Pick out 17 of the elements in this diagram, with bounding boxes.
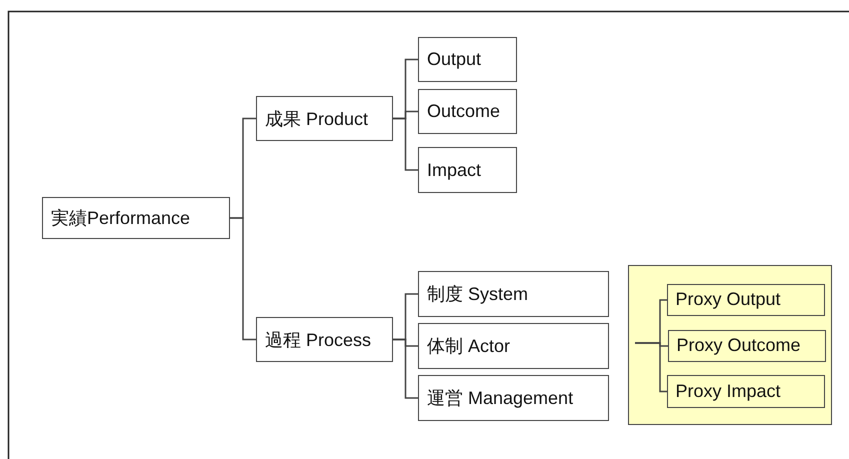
connector-line: [393, 118, 418, 171]
label-box: 過程 Process: [256, 317, 393, 362]
label-box: 実績Performance: [42, 197, 230, 239]
connector-line: [635, 342, 667, 392]
label-box: 運営 Management: [418, 375, 609, 421]
highlight-panel: [628, 265, 832, 425]
connector-line: [393, 338, 418, 399]
label-box: Proxy Output: [666, 284, 824, 316]
label-box: Outcome: [418, 89, 517, 134]
label-box: 成果 Product: [256, 96, 393, 141]
label-box: Output: [418, 37, 517, 82]
label-box: 制度 System: [418, 271, 609, 317]
label-box: 体制 Actor: [418, 323, 609, 369]
label-box: Impact: [418, 147, 517, 193]
label-box: Proxy Impact: [666, 374, 824, 408]
label-box: Proxy Outcome: [668, 330, 826, 362]
connector-line: [230, 217, 256, 340]
